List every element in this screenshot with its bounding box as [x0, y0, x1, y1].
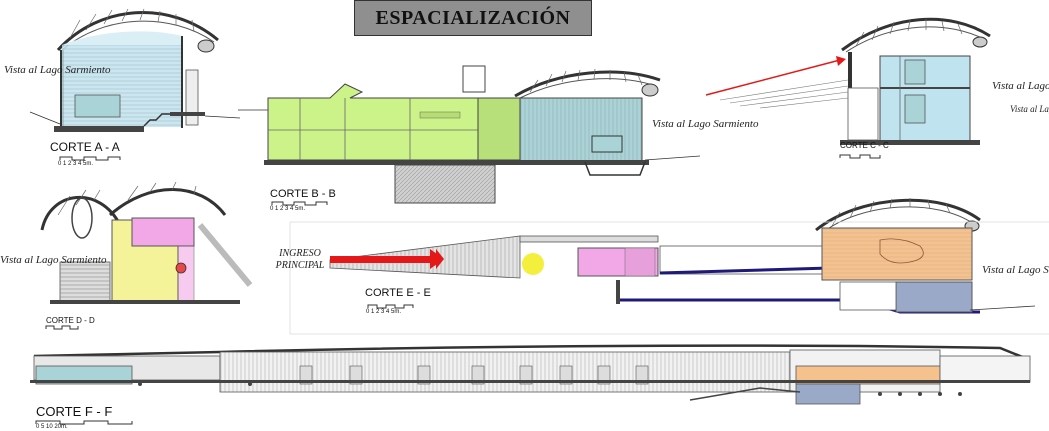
- scale-label-b: 0 1 2 3 4 5m.: [270, 206, 306, 212]
- scale-label-f: 0 5 10 20m.: [36, 424, 68, 430]
- view-label-c: Vista al Lago Sarmiento: [992, 80, 1049, 92]
- view-label-d: Vista al Lago Sarmiento: [0, 254, 107, 266]
- scale-bar-e: [367, 304, 414, 309]
- roof-arch-a: [56, 11, 219, 52]
- section-c-c: [705, 17, 991, 159]
- space-slate-f: [795, 383, 861, 405]
- section-label-d: CORTE D - D: [46, 316, 95, 325]
- section-d-d: [40, 181, 253, 330]
- section-b-b: [238, 65, 701, 206]
- section-label-a: CORTE A - A: [50, 140, 120, 154]
- circulation-upper: [659, 266, 831, 275]
- section-label-e: CORTE E - E: [365, 287, 431, 299]
- scale-bar-f: [35, 420, 133, 425]
- scale-bar-a: [59, 156, 121, 161]
- section-label-b: CORTE B - B: [270, 188, 336, 200]
- section-label-c: CORTE C - C: [840, 141, 889, 150]
- entry-arrow-head: [430, 249, 444, 269]
- sun-marker-e: [522, 253, 544, 275]
- view-label-a: Vista al Lago Sarmiento: [4, 64, 111, 76]
- space-green-b: [267, 83, 501, 161]
- scale-bar-d: [45, 325, 79, 330]
- scale-label-e: 0 1 2 3 4 5m.: [366, 309, 402, 315]
- section-label-f: CORTE F - F: [36, 404, 113, 419]
- space-slate-e: [895, 281, 973, 313]
- scale-bar-c: [839, 154, 881, 159]
- entry-label: INGRESO PRINCIPAL: [275, 248, 325, 271]
- scale-bar-b: [271, 201, 328, 206]
- scale-label-a: 0 1 2 3 4 5m.: [58, 161, 94, 167]
- title-banner: ESPACIALIZACIÓN: [354, 0, 592, 36]
- view-label-c-overlap: Vista al Lago Sarmiento: [1010, 104, 1049, 114]
- view-label-b: Vista al Lago Sarmiento: [652, 118, 759, 130]
- entry-arrow-shaft: [330, 256, 440, 263]
- section-f-f: [30, 344, 1031, 425]
- page-title: ESPACIALIZACIÓN: [375, 6, 571, 29]
- section-a-a: [29, 8, 241, 161]
- space-pink-d: [131, 217, 195, 247]
- space-teal-f: [35, 365, 133, 385]
- view-label-e: Vista al Lago Sarmiento: [982, 264, 1049, 276]
- section-e-e: [329, 198, 1036, 314]
